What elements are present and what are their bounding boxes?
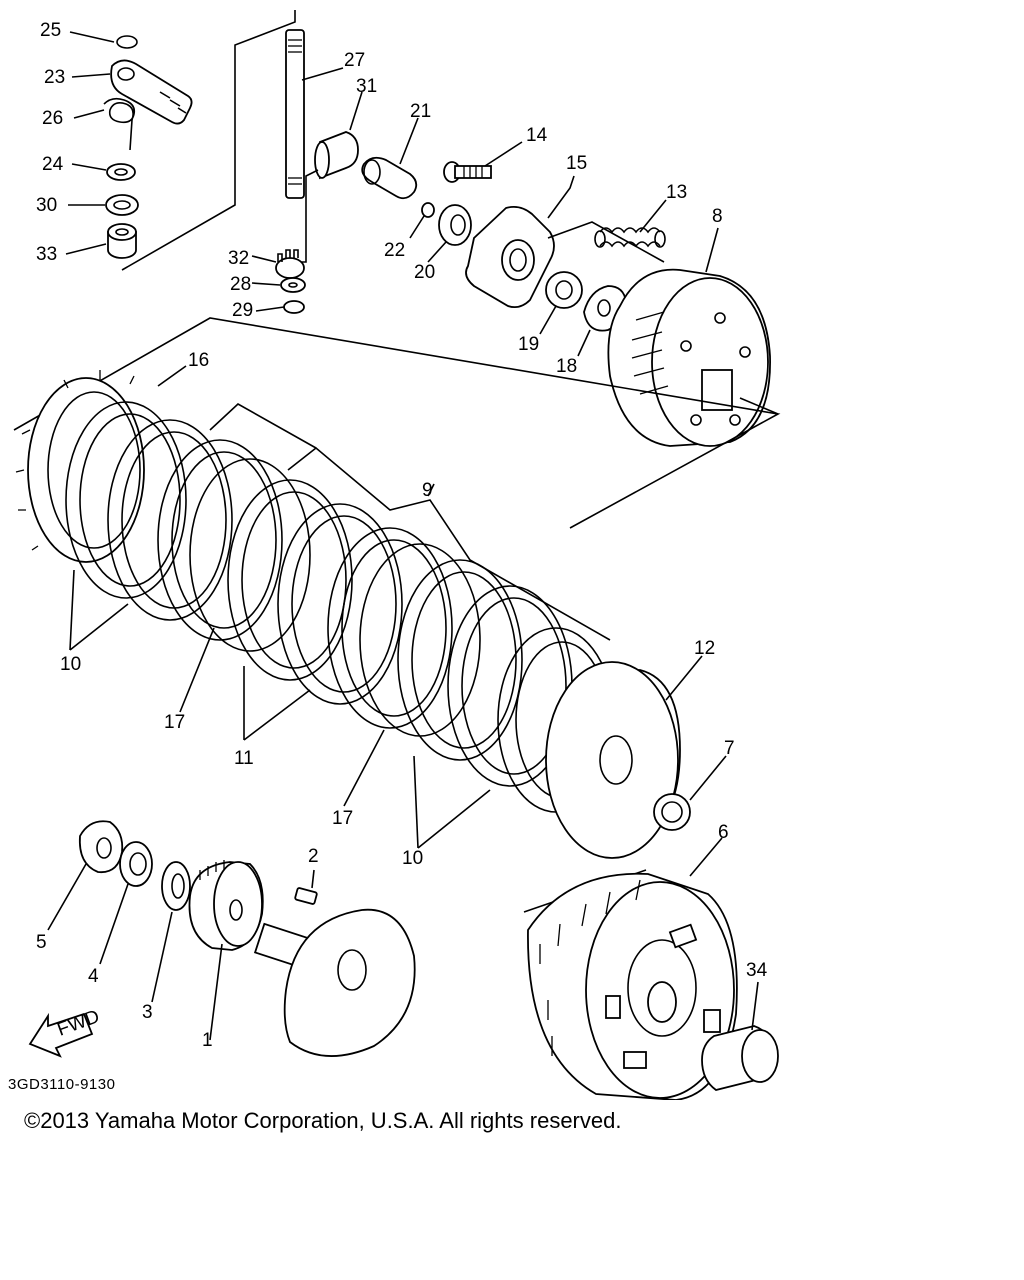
part-8-clutch-boss — [607, 227, 779, 447]
label-7: 7 — [724, 738, 735, 759]
label-34: 34 — [746, 960, 768, 981]
part-21-push-rod — [361, 117, 419, 200]
part-34-spacer — [701, 981, 779, 1091]
label-28: 28 — [230, 274, 251, 295]
label-24: 24 — [42, 154, 64, 175]
label-27: 27 — [344, 50, 365, 71]
leaders-lower-plates — [69, 483, 491, 849]
label-32: 32 — [228, 248, 249, 269]
label-12: 12 — [694, 638, 715, 659]
label-29: 29 — [232, 300, 253, 321]
label-4: 4 — [88, 966, 99, 987]
drawing-code: 3GD3110-9130 — [8, 1076, 116, 1093]
part-14-bolt — [443, 141, 523, 183]
clutch-plate-pack — [65, 401, 615, 813]
part-30-oil-seal — [68, 194, 139, 216]
part-12-primary-driven-plate — [545, 655, 703, 859]
label-8: 8 — [712, 206, 723, 227]
part-24-washer — [71, 163, 136, 181]
part-29-nut — [255, 300, 305, 314]
part-33-bushing — [65, 223, 137, 259]
label-31: 31 — [356, 76, 377, 97]
part-7-circlip — [653, 755, 727, 831]
label-10-left: 10 — [60, 654, 81, 675]
part-27-push-rod — [285, 29, 344, 199]
part-28-washer — [251, 277, 306, 293]
label-21: 21 — [410, 101, 431, 122]
label-26: 26 — [42, 108, 63, 129]
fwd-arrow: FWD — [28, 1006, 102, 1058]
label-5: 5 — [36, 932, 47, 953]
label-11: 11 — [234, 748, 254, 769]
exploded-parts-diagram: FWD 25 23 26 24 30 33 27 31 21 14 15 13 … — [13, 10, 781, 1100]
label-30: 30 — [36, 195, 57, 216]
label-3: 3 — [142, 1002, 153, 1023]
part-15-pressure-plate — [465, 175, 665, 309]
label-22: 22 — [384, 240, 405, 261]
label-20: 20 — [414, 262, 435, 283]
bracket-part-9 — [209, 403, 317, 449]
part-32-gear — [251, 249, 305, 279]
label-17-right: 17 — [332, 808, 353, 829]
bracket-plate-stack — [13, 317, 781, 529]
label-17-left: 17 — [164, 712, 185, 733]
label-23: 23 — [44, 67, 65, 88]
label-6: 6 — [718, 822, 729, 843]
label-13: 13 — [666, 182, 687, 203]
part-6-clutch-housing — [523, 837, 738, 1100]
part-20-bearing — [427, 204, 472, 263]
label-33: 33 — [36, 244, 57, 265]
part-4-lock-washer — [99, 841, 153, 965]
part-13-clutch-spring — [594, 199, 667, 248]
copyright-notice: ©2013 Yamaha Motor Corporation, U.S.A. A… — [24, 1108, 622, 1133]
part-3-washer — [151, 861, 191, 1003]
label-9: 9 — [422, 480, 433, 501]
bracket-lever-group — [121, 10, 296, 271]
part-19-nut — [539, 271, 583, 335]
label-19: 19 — [518, 334, 539, 355]
label-2: 2 — [308, 846, 319, 867]
label-1: 1 — [202, 1030, 213, 1051]
crankshaft — [253, 908, 416, 1057]
label-25: 25 — [40, 20, 61, 41]
label-18: 18 — [556, 356, 577, 377]
part-25-circlip — [69, 31, 138, 49]
part-26-spring — [73, 97, 136, 151]
part-1-primary-drive-gear — [188, 860, 264, 1041]
part-23-push-lever — [71, 59, 193, 125]
label-15: 15 — [566, 153, 587, 174]
label-10-right: 10 — [402, 848, 423, 869]
label-14: 14 — [526, 125, 548, 146]
part-16-friction-plate — [15, 365, 187, 563]
part-labels: 25 23 26 24 30 33 27 31 21 14 15 13 8 22… — [36, 20, 768, 1051]
bracket-part-9b — [287, 446, 611, 641]
part-5-nut — [47, 820, 124, 931]
label-16: 16 — [188, 350, 209, 371]
part-22-ball — [409, 202, 435, 239]
part-2-key — [294, 869, 318, 905]
